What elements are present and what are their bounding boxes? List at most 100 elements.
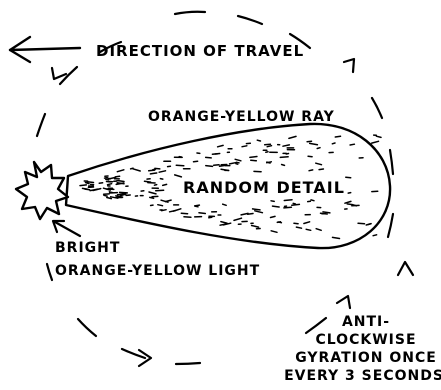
stipple-mark bbox=[310, 143, 318, 144]
light-label-line2: ORANGE-YELLOW LIGHT bbox=[55, 263, 260, 279]
stipple-mark bbox=[223, 204, 227, 205]
stipple-mark bbox=[250, 157, 257, 158]
stipple-mark bbox=[154, 185, 156, 186]
stipple-mark bbox=[86, 183, 90, 184]
stipple-mark bbox=[117, 170, 124, 172]
direction-label: DIRECTION OF TRAVEL bbox=[96, 42, 304, 60]
stipple-mark bbox=[162, 210, 167, 211]
stipple-mark bbox=[257, 140, 260, 141]
stipple-mark bbox=[160, 179, 162, 180]
stipple-mark bbox=[107, 198, 112, 199]
bright-light-icon bbox=[16, 162, 68, 219]
stipple-mark bbox=[153, 169, 156, 170]
stipple-mark bbox=[230, 163, 236, 164]
stipple-mark bbox=[212, 154, 219, 155]
stipple-mark bbox=[332, 143, 335, 144]
stipple-mark bbox=[119, 181, 124, 182]
stipple-mark bbox=[323, 212, 330, 213]
stipple-mark bbox=[209, 217, 212, 218]
stipple-mark bbox=[248, 214, 253, 215]
light-label-line1: BRIGHT bbox=[55, 240, 120, 256]
gyration-label-line2: CLOCKWISE bbox=[315, 332, 416, 348]
orbit-arrow-icon bbox=[398, 262, 413, 275]
stipple-mark bbox=[277, 222, 280, 223]
stipple-mark bbox=[280, 157, 288, 158]
stipple-mark bbox=[131, 168, 133, 169]
stipple-mark bbox=[350, 144, 354, 145]
stipple-mark bbox=[333, 237, 340, 238]
stipple-mark bbox=[221, 169, 229, 170]
gyration-label-line4: EVERY 3 SECONDS bbox=[284, 368, 441, 384]
stipple-mark bbox=[373, 235, 377, 236]
stipple-mark bbox=[304, 222, 310, 224]
stipple-mark bbox=[271, 231, 277, 233]
stipple-mark bbox=[159, 171, 165, 172]
stipple-mark bbox=[335, 136, 340, 137]
stipple-mark bbox=[346, 177, 351, 178]
orbit-arrow-icon bbox=[337, 296, 350, 308]
stipple-mark bbox=[376, 136, 381, 137]
stipple-mark bbox=[163, 184, 167, 185]
stipple-mark bbox=[267, 146, 271, 147]
stipple-mark bbox=[149, 192, 156, 194]
gyration-label-line1: ANTI- bbox=[342, 314, 390, 330]
stipple-mark bbox=[283, 145, 289, 146]
stipple-mark bbox=[255, 211, 263, 213]
stipple-mark bbox=[117, 183, 124, 184]
stipple-mark bbox=[223, 223, 230, 225]
stipple-mark bbox=[317, 148, 320, 149]
stipple-mark bbox=[175, 175, 182, 177]
stipple-mark bbox=[90, 189, 98, 191]
stipple-mark bbox=[306, 229, 311, 230]
stipple-mark bbox=[284, 200, 292, 201]
stipple-mark bbox=[273, 206, 280, 207]
stipple-mark bbox=[242, 146, 247, 147]
stipple-mark bbox=[308, 156, 312, 157]
stipple-mark bbox=[348, 193, 351, 194]
light-pointer-arrow-icon bbox=[53, 221, 80, 236]
stipple-mark bbox=[181, 213, 187, 214]
stipple-mark bbox=[372, 141, 379, 143]
stipple-mark bbox=[155, 168, 160, 169]
stipple-mark bbox=[309, 170, 313, 171]
stipple-mark bbox=[319, 169, 323, 170]
stipple-mark bbox=[206, 157, 212, 158]
stipple-mark bbox=[195, 205, 200, 206]
stipple-mark bbox=[236, 164, 238, 165]
stipple-mark bbox=[296, 227, 301, 228]
detail-label: RANDOM DETAIL bbox=[183, 178, 345, 197]
orbit-arrow-icon bbox=[52, 68, 66, 79]
stipple-mark bbox=[282, 165, 285, 166]
orbit-arrow-icon bbox=[344, 59, 354, 72]
stipple-mark bbox=[265, 144, 271, 145]
stipple-mark bbox=[284, 207, 292, 208]
stipple-mark bbox=[234, 218, 242, 220]
stipple-mark bbox=[267, 162, 272, 163]
stipple-mark bbox=[150, 197, 154, 198]
stipple-mark bbox=[289, 136, 296, 138]
stipple-mark bbox=[87, 182, 93, 183]
stipple-mark bbox=[345, 201, 351, 203]
stipple-mark bbox=[115, 176, 119, 177]
stipple-mark bbox=[347, 204, 351, 205]
stipple-mark bbox=[108, 184, 112, 185]
stipple-mark bbox=[218, 145, 224, 146]
stipple-mark bbox=[286, 154, 288, 155]
stipple-mark bbox=[316, 229, 321, 231]
stipple-mark bbox=[214, 165, 219, 166]
stipple-mark bbox=[220, 165, 227, 166]
stipple-mark bbox=[236, 162, 239, 163]
stipple-mark bbox=[358, 223, 364, 224]
stipple-mark bbox=[316, 163, 322, 165]
stipple-mark bbox=[184, 217, 191, 218]
stipple-mark bbox=[235, 159, 241, 161]
travel-arrow-icon bbox=[10, 37, 80, 62]
stipple-mark bbox=[206, 166, 213, 167]
stipple-mark bbox=[158, 205, 163, 206]
stipple-mark bbox=[85, 189, 90, 190]
gyration-label-line3: GYRATION ONCE bbox=[295, 350, 437, 366]
stipple-mark bbox=[252, 226, 259, 228]
stipple-mark bbox=[221, 222, 227, 224]
